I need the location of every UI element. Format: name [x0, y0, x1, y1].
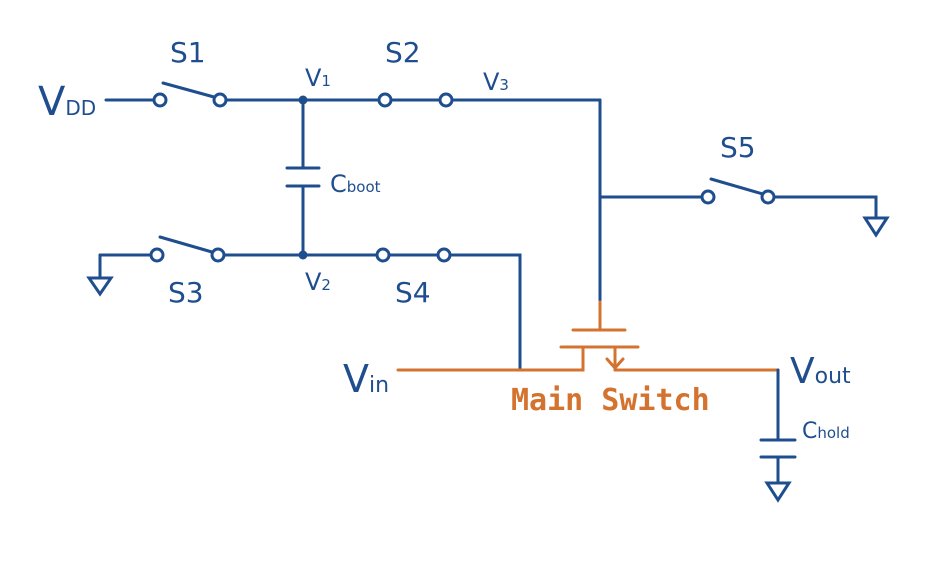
- bottom-rail: [86, 235, 522, 372]
- switch-s5-lever: [709, 177, 765, 196]
- main-switch-transistor: [396, 300, 780, 372]
- label-s2: S2: [385, 36, 421, 69]
- label-vin: Vin: [343, 357, 389, 401]
- label-vout: Vout: [790, 351, 851, 392]
- label-s3: S3: [168, 276, 204, 309]
- capacitor-chold: [759, 368, 797, 503]
- ground-icon: [764, 481, 792, 503]
- label-cboot: Cboot: [330, 170, 381, 198]
- node-v2-dot: [298, 250, 308, 260]
- label-v1: V1: [305, 64, 331, 92]
- label-chold: Chold: [802, 419, 850, 444]
- label-s5: S5: [720, 131, 756, 164]
- label-v3: V3: [483, 68, 509, 96]
- label-v2: V2: [305, 268, 331, 296]
- switch-s3-lever: [158, 235, 214, 254]
- label-s4: S4: [395, 276, 431, 309]
- ground-icon: [86, 276, 114, 297]
- v3-net: [598, 98, 890, 302]
- switch-s1-lever: [161, 81, 216, 99]
- label-vdd: VDD: [38, 79, 96, 125]
- label-s1: S1: [170, 36, 206, 69]
- top-rail: [104, 81, 602, 108]
- capacitor-cboot: [285, 98, 321, 257]
- label-main-switch: Main Switch: [511, 383, 710, 418]
- ground-icon: [862, 216, 890, 238]
